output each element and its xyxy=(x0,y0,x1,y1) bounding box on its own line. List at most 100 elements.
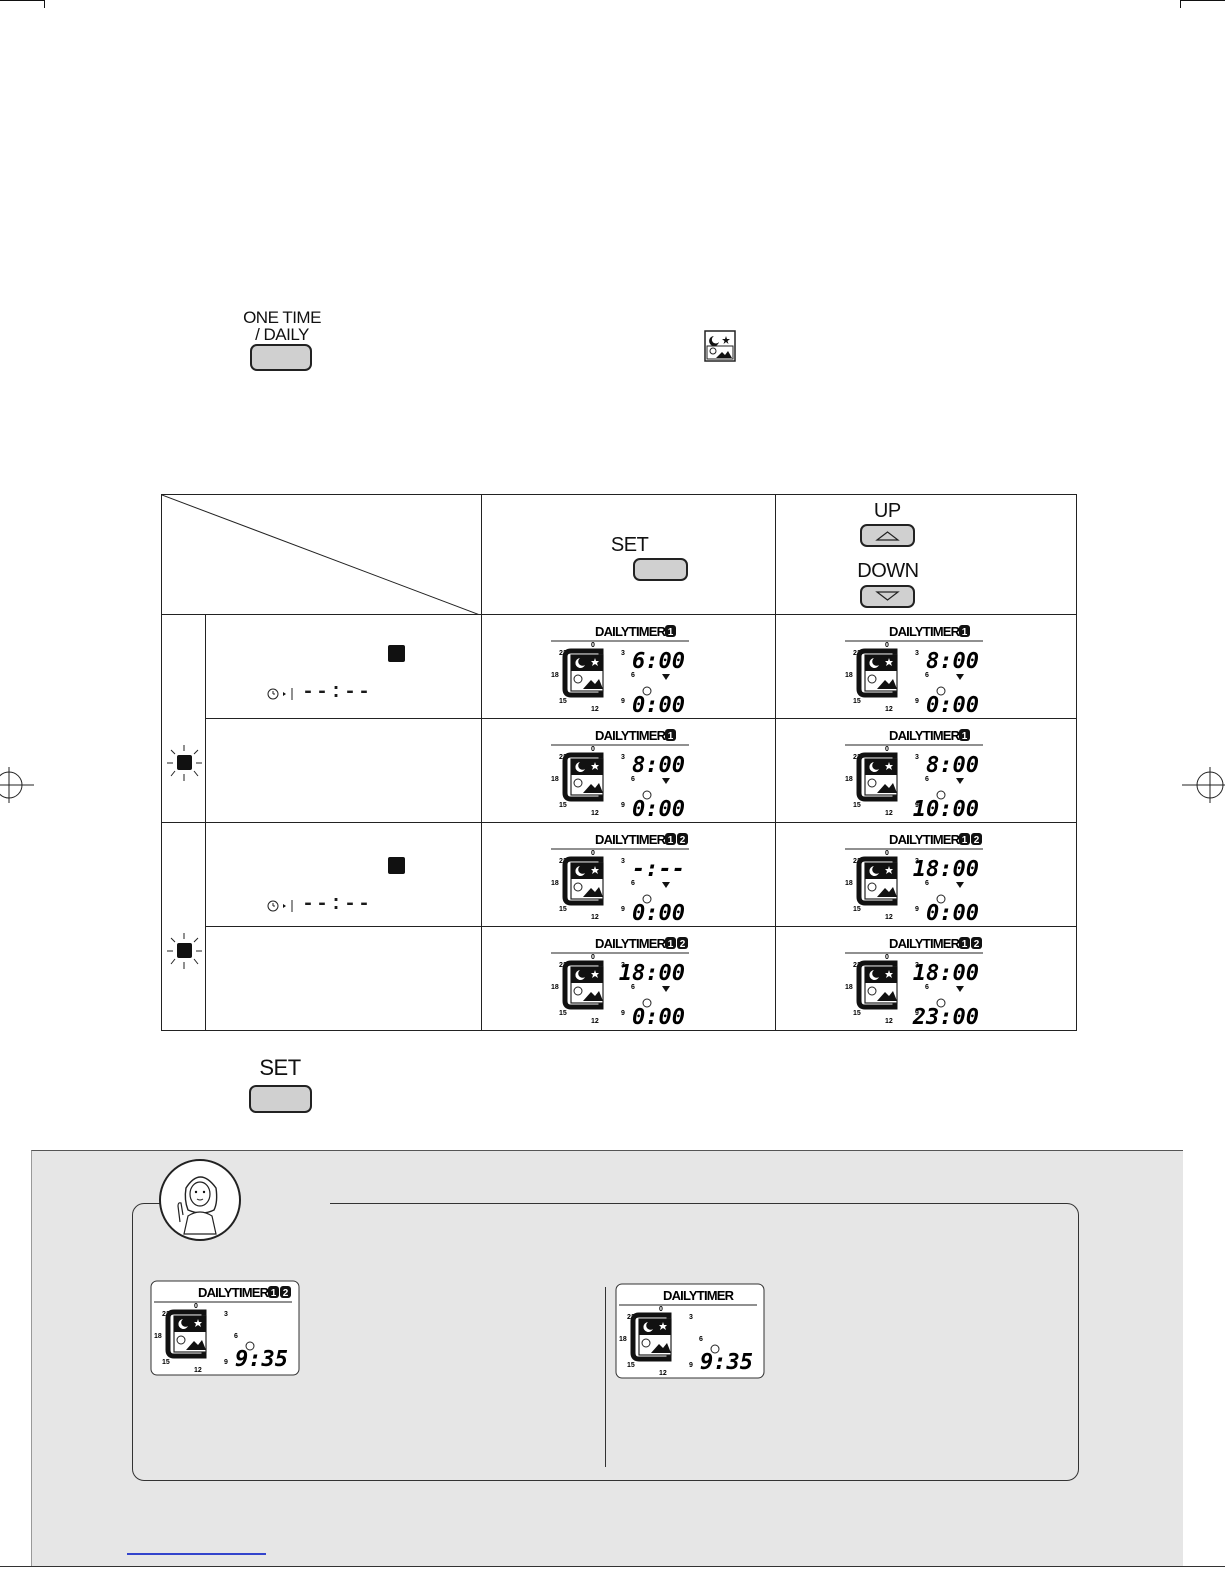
step-description-cell-3: --:-- xyxy=(204,822,482,927)
lcd-dial-number: 18 xyxy=(551,672,559,679)
up-arrow-icon xyxy=(875,531,901,541)
lcd-title: DAILYTIMER xyxy=(198,1285,270,1300)
lcd-badge xyxy=(280,1286,291,1298)
lcd-dial-number: 21 xyxy=(559,962,567,969)
star-icon xyxy=(885,658,894,666)
lcd-dial-number: 3 xyxy=(689,1314,693,1321)
lcd-badge xyxy=(676,833,688,845)
lcd-badge-text: 2 xyxy=(679,835,685,846)
lcd-dial-number: 3 xyxy=(621,858,625,865)
mountain-icon xyxy=(582,679,603,689)
lcd-dial-number: 15 xyxy=(559,698,567,705)
one-time-daily-label-line2: / DAILY xyxy=(255,325,309,344)
lcd-dial-number: 21 xyxy=(559,650,567,657)
mountain-icon xyxy=(877,783,898,793)
lcd-timer-small-icon xyxy=(642,686,652,696)
down-button[interactable] xyxy=(860,585,916,608)
lcd-dial-number: 0 xyxy=(591,850,595,857)
lcd-dial-number: 12 xyxy=(659,1370,667,1377)
daily-timer-mode-icon xyxy=(704,330,736,362)
lcd-title: DAILYTIMER xyxy=(595,832,667,847)
lcd-timer-small-icon xyxy=(245,1341,255,1351)
set-bottom-button[interactable] xyxy=(249,1085,312,1113)
lcd-dial-number: 6 xyxy=(925,984,929,991)
lcd-badge-text: 2 xyxy=(283,1288,289,1299)
lcd-dial-number: 21 xyxy=(853,754,861,761)
lcd-dial-number: 18 xyxy=(551,776,559,783)
sun-icon xyxy=(573,778,583,788)
lcd-title: DAILYTIMER xyxy=(889,936,961,951)
set-button-label: SET xyxy=(610,534,649,556)
lcd-dial-number: 6 xyxy=(699,1336,703,1343)
lcd-dial-number: 6 xyxy=(631,672,635,679)
lcd-dial-number: 0 xyxy=(885,850,889,857)
star-icon xyxy=(590,970,599,978)
crop-mark-top-right-vertical xyxy=(1180,0,1181,8)
lcd-dial-segments xyxy=(856,752,898,802)
lcd-timer-small-icon xyxy=(936,790,946,800)
header-set-cell: SET xyxy=(480,494,777,615)
lcd-dial-number: 0 xyxy=(591,954,595,961)
lcd-badge-text: 1 xyxy=(962,731,968,742)
lcd-dial-number: 3 xyxy=(915,650,919,657)
moon-icon xyxy=(178,1319,188,1329)
diagonal-line xyxy=(162,495,480,615)
up-button[interactable] xyxy=(860,524,916,547)
timer-on-indicator-icon xyxy=(267,900,293,912)
step-description-cell-1: --:-- xyxy=(204,614,482,719)
lcd-time-bottom: 10:00 xyxy=(913,797,979,822)
lcd-time-top: 8:00 xyxy=(632,753,685,778)
lcd-timer-small-icon xyxy=(936,998,946,1008)
note-box-gap xyxy=(240,1200,330,1208)
set-bottom-label: SET xyxy=(259,1055,301,1080)
lcd-dial-picture xyxy=(856,752,898,802)
lcd-arrow-indicator xyxy=(956,778,965,784)
lcd-dial-number: 6 xyxy=(631,880,635,887)
lcd-title: DAILYTIMER xyxy=(663,1288,735,1303)
lcd-dial-picture xyxy=(856,960,898,1010)
footer-link-underline[interactable] xyxy=(127,1553,266,1555)
lcd-badge xyxy=(959,833,971,845)
crop-mark-top-left xyxy=(0,0,44,1)
lcd-title: DAILYTIMER xyxy=(595,728,667,743)
mountain-icon xyxy=(651,1343,671,1353)
lcd-dial-segments xyxy=(562,752,604,802)
lcd-arrow-indicator xyxy=(661,674,670,680)
lcd-dial-number: 6 xyxy=(631,776,635,783)
lcd-dial-number: 12 xyxy=(591,1018,599,1025)
lcd-dial-picture xyxy=(165,1309,207,1359)
lcd-dial-segments xyxy=(856,856,898,906)
lcd-timer-small-icon xyxy=(710,1344,720,1354)
lcd-time-top: 8:00 xyxy=(926,649,979,674)
lcd-dial-number: 15 xyxy=(853,1010,861,1017)
lcd-dial-picture xyxy=(630,1312,672,1362)
lcd-dial-number: 12 xyxy=(885,706,893,713)
lcd-dial-number: 0 xyxy=(885,954,889,961)
set-button[interactable] xyxy=(632,558,688,581)
lcd-badge-text: 1 xyxy=(962,835,968,846)
header-diagonal-cell xyxy=(161,494,482,615)
blinking-square-icon xyxy=(167,745,202,781)
lcd-dial-number: 21 xyxy=(162,1311,170,1318)
lcd-dial-number: 15 xyxy=(627,1362,635,1369)
lcd-dial-picture xyxy=(562,648,604,698)
lcd-dial-number: 18 xyxy=(845,880,853,887)
lcd-badge-text: 2 xyxy=(974,835,980,846)
lcd-dial-number: 21 xyxy=(559,754,567,761)
lcd-dial-number: 0 xyxy=(591,746,595,753)
lcd-dial-number: 0 xyxy=(885,642,889,649)
step-description-cell-4 xyxy=(204,926,482,1031)
lcd-dial-picture xyxy=(562,856,604,906)
lcd-dial-number: 12 xyxy=(591,810,599,817)
header-up-down-cell: UP DOWN xyxy=(775,494,1077,615)
lcd-dial-number: 9 xyxy=(689,1362,693,1369)
mountain-icon xyxy=(877,887,898,897)
lcd-dial-segments xyxy=(165,1309,207,1359)
one-time-daily-button[interactable] xyxy=(250,344,312,371)
lcd-arrow-indicator xyxy=(956,882,965,888)
sun-icon xyxy=(867,882,877,892)
